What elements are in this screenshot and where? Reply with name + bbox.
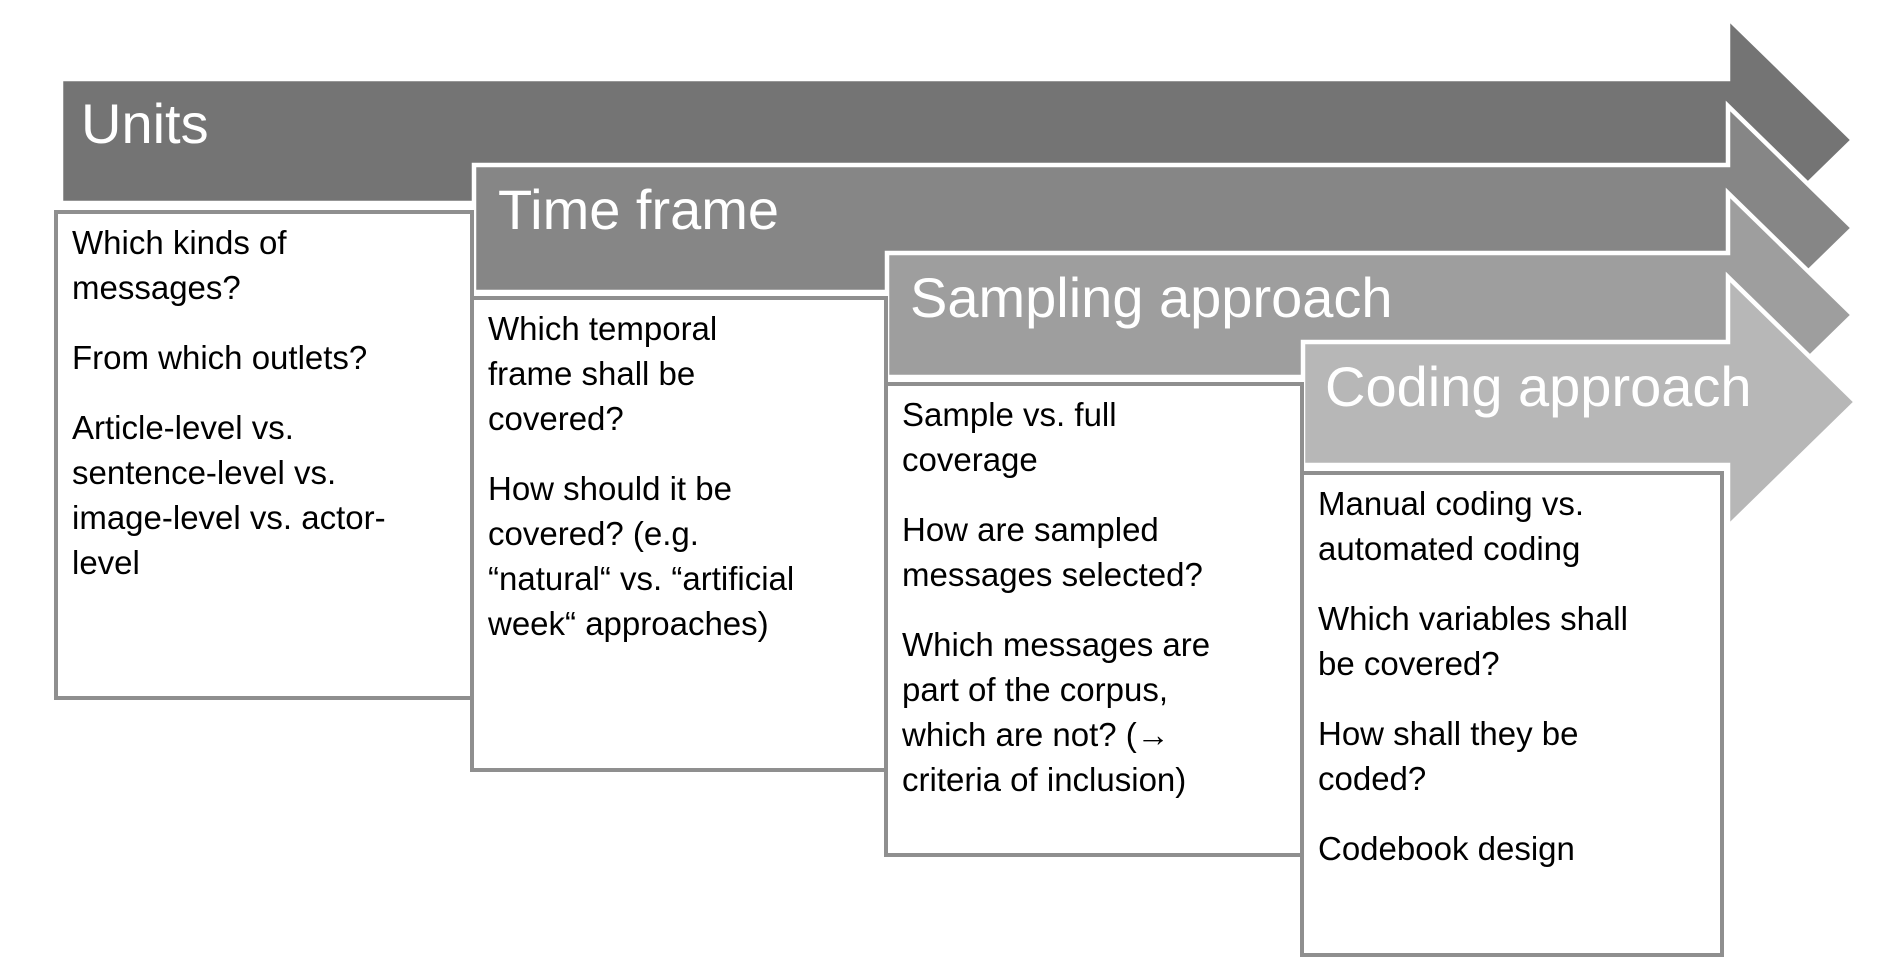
panel-coding-approach-paragraph-1: Manual coding vs. automated coding xyxy=(1318,485,1584,567)
panel-sampling-approach-paragraph-1: Sample vs. full coverage xyxy=(902,396,1117,478)
coding-approach-arrow-shape xyxy=(1300,271,1860,533)
panel-time-frame: Which temporal frame shall be covered? H… xyxy=(470,296,888,772)
panel-sampling-approach-paragraph-2: How are sampled messages selected? xyxy=(902,511,1203,593)
arrow-label-units: Units xyxy=(81,92,209,155)
panel-sampling-approach: Sample vs. full coverage How are sampled… xyxy=(884,382,1304,857)
panel-time-frame-paragraph-2: How should it be covered? (e.g. “natural… xyxy=(488,470,795,642)
arrow-label-sampling-approach: Sampling approach xyxy=(910,266,1393,329)
arrow-label-coding-approach: Coding approach xyxy=(1325,355,1752,418)
panel-units-paragraph-1: Which kinds of messages? xyxy=(72,224,287,306)
panel-coding-approach-paragraph-4: Codebook design xyxy=(1318,830,1575,867)
arrow-label-time-frame: Time frame xyxy=(498,178,780,241)
panel-coding-approach-paragraph-2: Which variables shall be covered? xyxy=(1318,600,1628,682)
panel-coding-approach-paragraph-3: How shall they be coded? xyxy=(1318,715,1579,797)
panel-coding-approach: Manual coding vs. automated coding Which… xyxy=(1300,471,1724,957)
panel-units-paragraph-2: From which outlets? xyxy=(72,339,368,376)
panel-time-frame-paragraph-1: Which temporal frame shall be covered? xyxy=(488,310,718,437)
panel-sampling-approach-paragraph-3: Which messages are part of the corpus, w… xyxy=(902,626,1211,798)
panel-units-paragraph-3: Article-level vs. sentence-level vs. ima… xyxy=(72,409,386,581)
panel-units: Which kinds of messages? From which outl… xyxy=(54,210,474,700)
